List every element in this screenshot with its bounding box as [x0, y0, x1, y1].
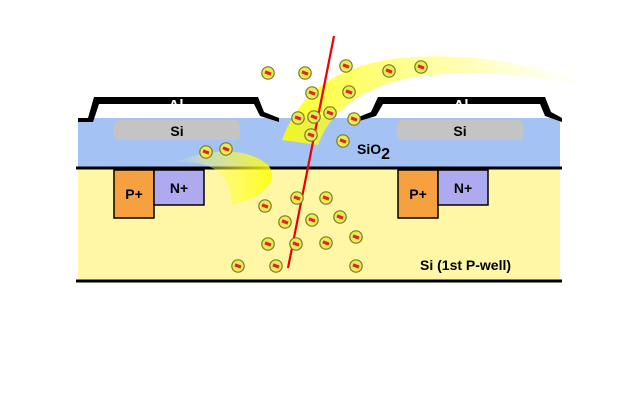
n-plus-label-right: N+ [454, 180, 472, 196]
charge-carrier [231, 259, 245, 273]
ion-track-line [286, 35, 336, 269]
charge-carrier [382, 64, 396, 78]
metal-label-right: Al [454, 97, 469, 114]
poly-label-left: Si [170, 123, 183, 139]
charge-carrier [347, 112, 361, 126]
charge-carrier-core [292, 241, 300, 247]
charge-carrier [339, 59, 353, 73]
charge-carrier [307, 110, 321, 124]
charge-carrier-core [264, 241, 272, 247]
charge-carrier [323, 106, 337, 120]
charge-carrier [414, 60, 428, 74]
charge-carrier-core [293, 195, 301, 201]
charge-carrier-core [301, 70, 309, 76]
charge-carrier [336, 134, 350, 148]
charge-carrier-core [308, 90, 316, 96]
charge-carrier [269, 259, 283, 273]
charge-carrier [291, 111, 305, 125]
charge-carrier-core [294, 115, 302, 121]
charge-carrier-core [339, 138, 347, 144]
charge-carrier-core [385, 68, 393, 74]
n-plus-label-left: N+ [170, 180, 188, 196]
n-plus-region-left [153, 169, 205, 206]
charge-carrier [319, 191, 333, 205]
charge-carrier [349, 230, 363, 244]
poly-label-right: Si [453, 123, 466, 139]
poly-gate-right [397, 120, 523, 140]
charge-carrier [305, 213, 319, 227]
charge-carrier [333, 210, 347, 224]
metal-contact-left [78, 97, 279, 122]
charge-carrier-core [352, 234, 360, 240]
n-plus-region-right [437, 169, 489, 206]
charge-carrier-core [322, 195, 330, 201]
charge-carrier-core [322, 240, 330, 246]
charge-carrier [319, 236, 333, 250]
charge-carrier-core [261, 203, 269, 209]
charge-carrier-core [222, 146, 230, 152]
charge-carrier [298, 66, 312, 80]
charge-carrier-core [307, 132, 315, 138]
charge-carrier-core [234, 263, 242, 269]
oxide-label: SiO2 [357, 141, 390, 163]
charge-carrier [278, 215, 292, 229]
charge-carrier [289, 237, 303, 251]
metal-contact-right [356, 97, 562, 122]
charge-spread-glow-right [282, 56, 600, 145]
charge-carrier [290, 191, 304, 205]
charge-carrier-core [345, 89, 353, 95]
charge-carrier-core [281, 219, 289, 225]
p-plus-label-right: P+ [409, 186, 427, 202]
charge-carrier-core [308, 217, 316, 223]
charge-carrier [305, 86, 319, 100]
charge-carrier-core [202, 149, 210, 155]
poly-gate-left [114, 120, 240, 140]
p-plus-region-left [113, 169, 155, 219]
metal-label-left: Al [169, 97, 184, 114]
charge-carrier [349, 259, 363, 273]
charge-carrier [261, 66, 275, 80]
charge-spread-glow-left [175, 151, 272, 205]
charge-carrier [304, 128, 318, 142]
charge-carrier-core [272, 263, 280, 269]
substrate-label: Si (1st P-well) [420, 257, 511, 273]
charge-carrier [199, 145, 213, 159]
oxide-label-base: SiO [357, 141, 381, 157]
charge-carrier-core [264, 70, 272, 76]
charge-carrier-core [336, 214, 344, 220]
charge-carrier-core [310, 114, 318, 120]
charge-carrier-core [352, 263, 360, 269]
charge-carrier [261, 237, 275, 251]
charge-carrier-core [350, 116, 358, 122]
p-plus-label-left: P+ [125, 186, 143, 202]
charge-carrier [342, 85, 356, 99]
charge-carrier-core [342, 63, 350, 69]
oxide-label-subscript: 2 [381, 146, 390, 163]
charge-carrier-group [199, 59, 428, 273]
charge-carrier [219, 142, 233, 156]
charge-carrier [258, 199, 272, 213]
charge-carrier-core [326, 110, 334, 116]
charge-carrier-core [417, 64, 425, 70]
